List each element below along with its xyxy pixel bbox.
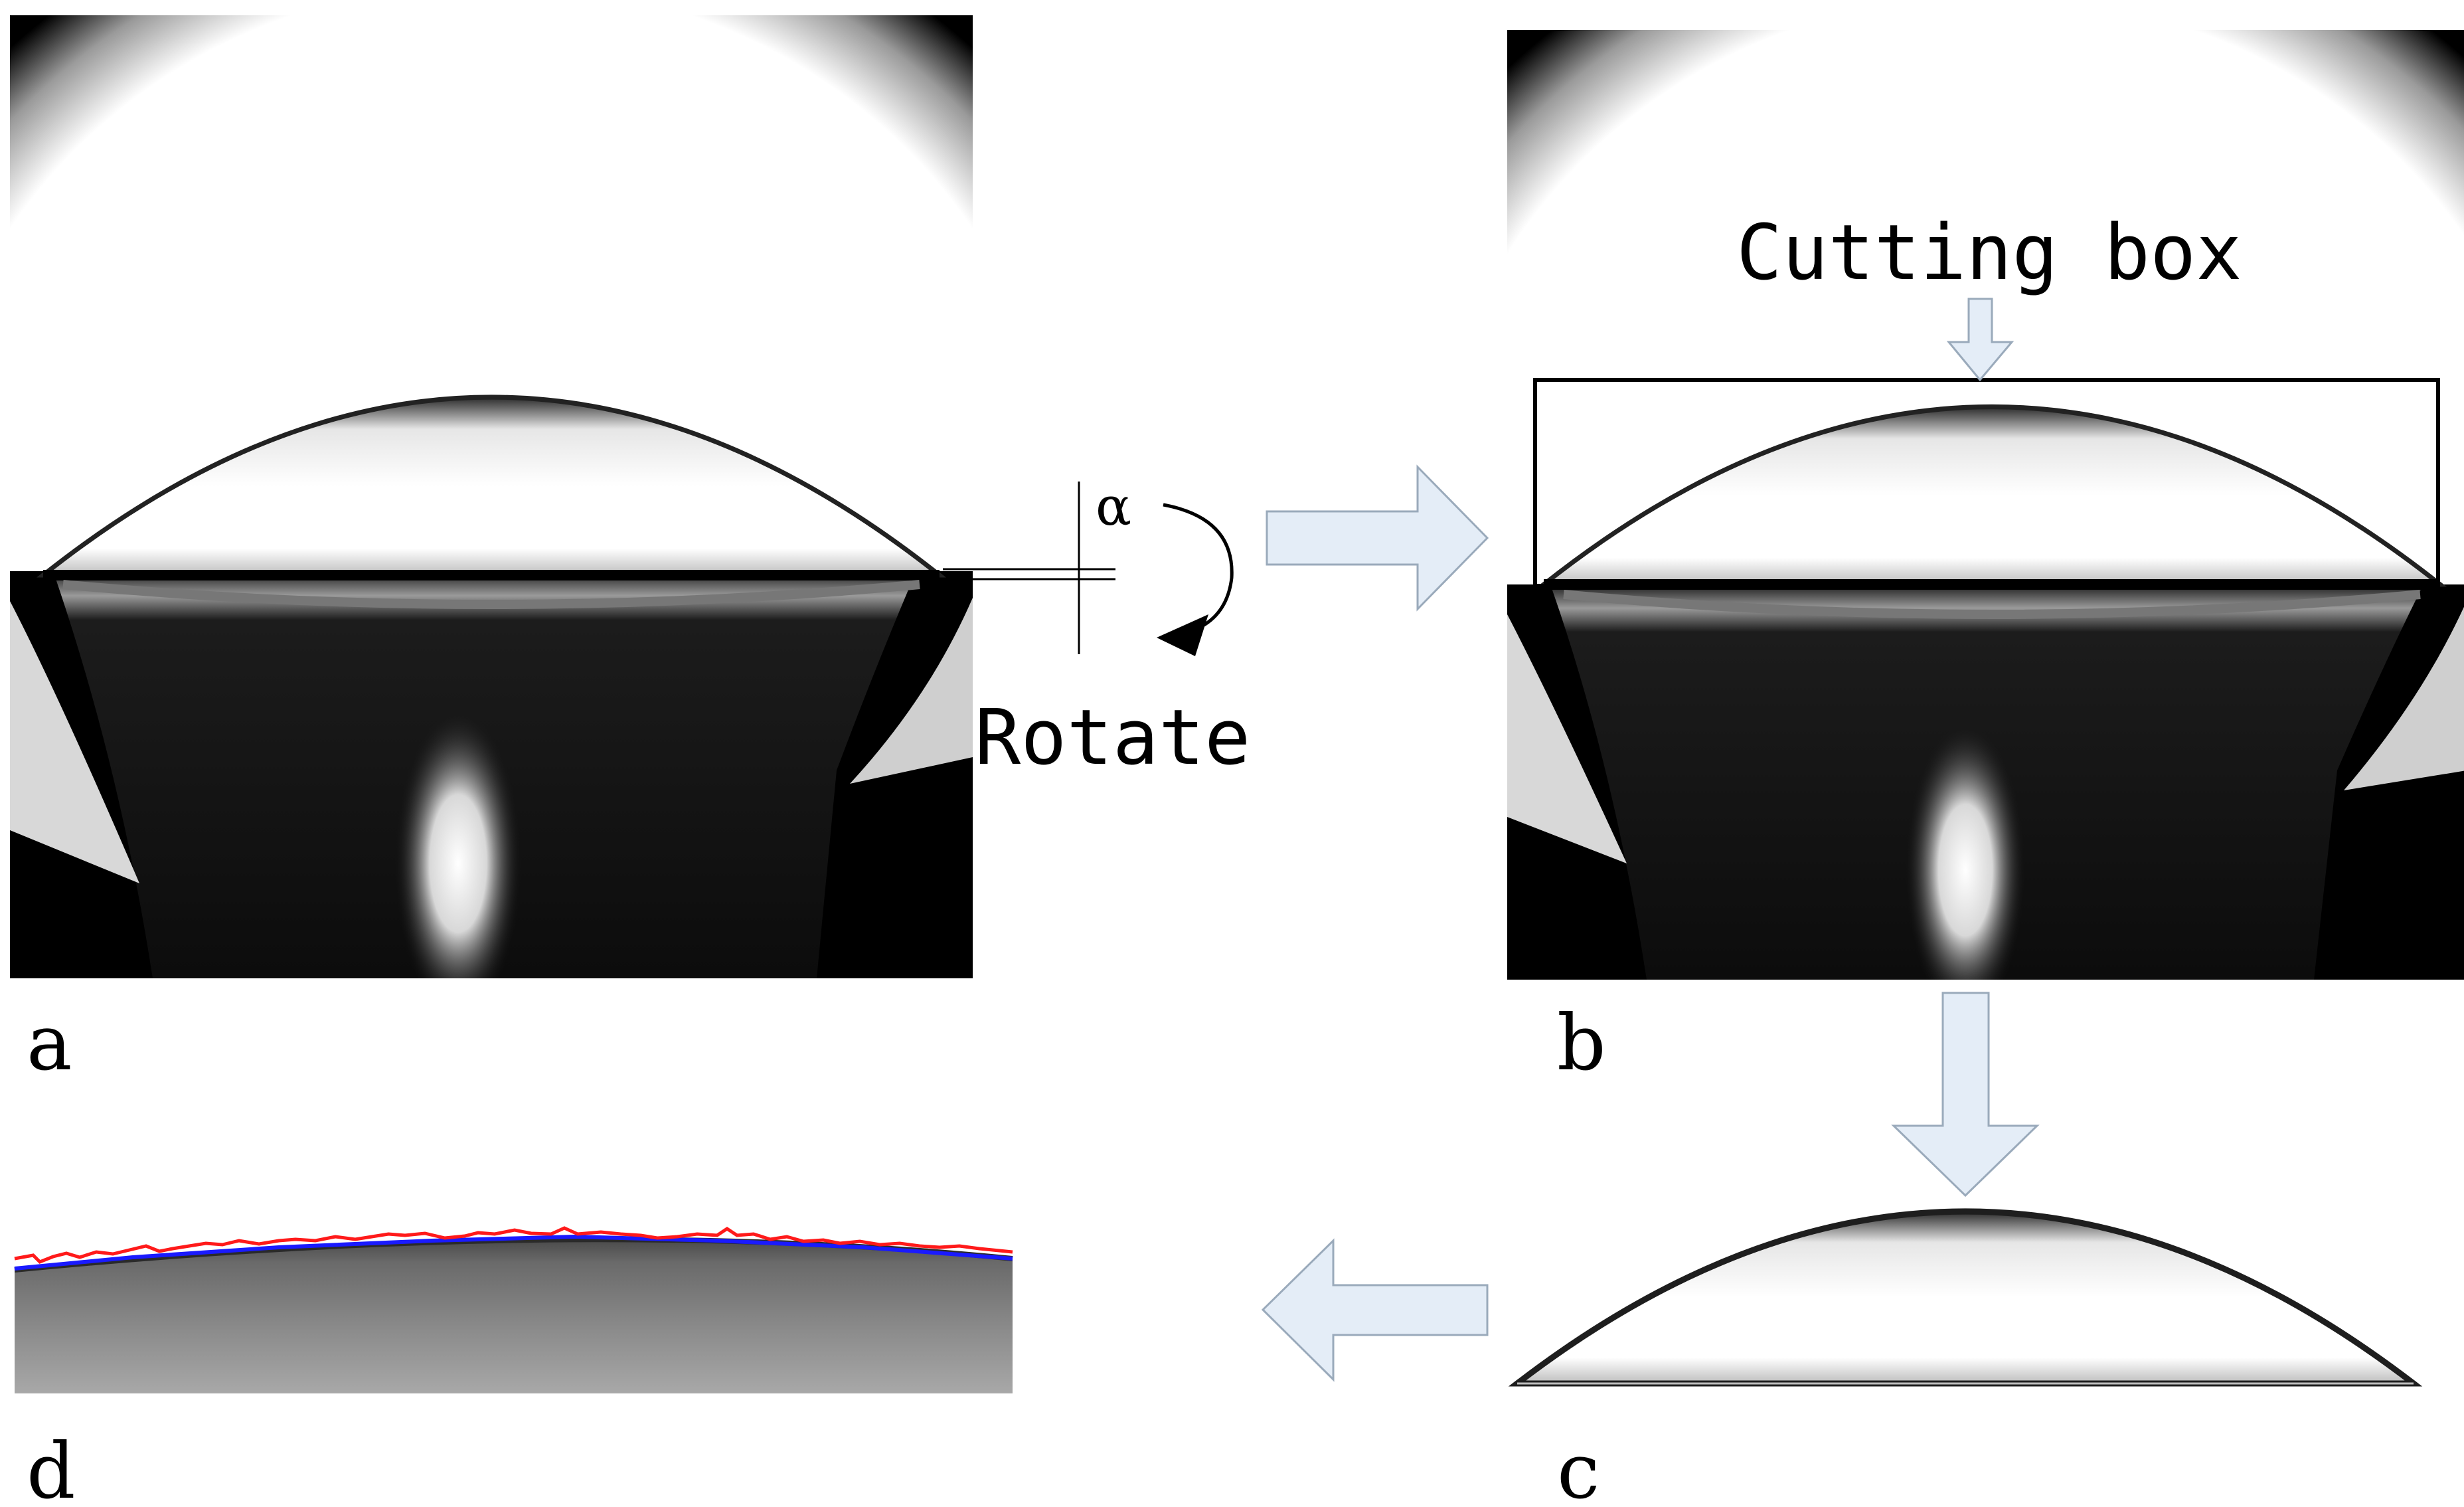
cutting-box-label: Cutting box [1736, 209, 2242, 298]
raw-edge-curve [14, 1226, 1013, 1264]
rotate-label: Rotate [975, 693, 1250, 782]
rotation-angle-indicator: α Rotate [943, 476, 1250, 782]
cutting-box-pointer-arrow [1946, 298, 2014, 382]
flow-arrow-down [1891, 992, 2040, 1197]
flow-arrow-left [1261, 1238, 1489, 1382]
panel-label-a: a [27, 999, 72, 1088]
panel-label-c: c [1557, 1427, 1600, 1507]
rotate-arrow-icon [1163, 503, 1234, 633]
angle-symbol: α [1096, 476, 1131, 537]
panel-c-cropped-droplet [1508, 1208, 2423, 1387]
panel-a-droplet-image [10, 15, 973, 978]
panel-label-b: b [1557, 999, 1606, 1088]
flow-arrow-right [1266, 464, 1489, 612]
cutting-box [1533, 378, 2440, 588]
panel-d-edge-detection [14, 1226, 1013, 1393]
panel-b-droplet-image [1507, 30, 2464, 980]
panel-label-d: d [27, 1427, 76, 1507]
fitted-edge-curve [14, 1234, 1013, 1271]
